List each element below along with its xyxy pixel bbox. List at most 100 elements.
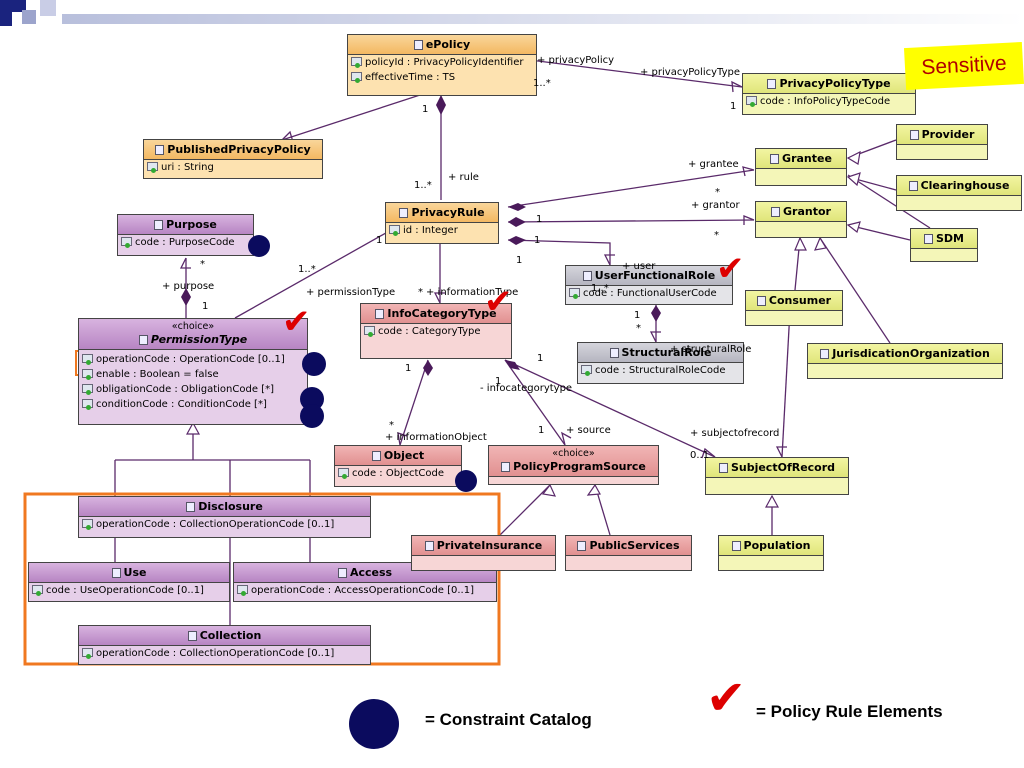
- attribute-icon: [82, 519, 93, 530]
- class-icon: [186, 502, 196, 512]
- class-purpose[interactable]: Purpose code : PurposeCode: [117, 214, 254, 256]
- class-name: StructuralRole: [621, 346, 712, 359]
- header-decoration: [0, 0, 1024, 34]
- multiplicity-label: 1: [634, 310, 641, 321]
- class-icon: [767, 79, 777, 89]
- class-publicservices[interactable]: PublicServices: [565, 535, 692, 571]
- role-label: + rule: [448, 172, 479, 183]
- legend-constraint-icon: [349, 699, 399, 749]
- class-privacyrule[interactable]: PrivacyRule id : Integer: [385, 202, 499, 244]
- sensitive-badge: Sensitive: [903, 41, 1024, 91]
- class-name: Grantee: [782, 152, 832, 165]
- multiplicity-label: 1: [537, 353, 544, 364]
- class-disclosure[interactable]: Disclosure operationCode : CollectionOpe…: [78, 496, 371, 538]
- class-attribute: code : StructuralRoleCode: [578, 363, 743, 378]
- attribute-icon: [569, 288, 580, 299]
- class-structuralrole[interactable]: StructuralRole code : StructuralRoleCode: [577, 342, 744, 384]
- class-icon: [501, 462, 511, 472]
- class-attribute: operationCode : OperationCode [0..1]: [79, 352, 307, 367]
- class-name: Use: [123, 566, 147, 579]
- class-icon: [731, 541, 741, 551]
- attribute-icon: [351, 72, 362, 83]
- class-permissiontype[interactable]: «choice»PermissionType operationCode : O…: [78, 318, 308, 425]
- class-publishedprivacypolicy[interactable]: PublishedPrivacyPolicy uri : String: [143, 139, 323, 179]
- constraint-marker: [300, 404, 324, 428]
- class-name: PolicyProgramSource: [513, 460, 646, 473]
- class-name: PermissionType: [150, 333, 248, 346]
- class-consumer[interactable]: Consumer: [745, 290, 843, 326]
- legend-policy-check-icon: ✔: [706, 670, 747, 726]
- class-attribute: code : InfoPolicyTypeCode: [743, 94, 915, 109]
- class-attribute: obligationCode : ObligationCode [*]: [79, 382, 307, 397]
- class-name: Grantor: [783, 205, 831, 218]
- attribute-icon: [82, 399, 93, 410]
- multiplicity-label: *: [715, 187, 720, 198]
- class-policyprogramsource[interactable]: «choice»PolicyProgramSource: [488, 445, 659, 485]
- class-icon: [154, 220, 164, 230]
- class-icon: [371, 451, 381, 461]
- attribute-icon: [82, 384, 93, 395]
- attribute-icon: [338, 468, 349, 479]
- multiplicity-label: 1: [730, 101, 737, 112]
- multiplicity-label: 0..1: [690, 450, 710, 461]
- class-attribute: code : PurposeCode: [118, 235, 253, 250]
- class-grantee[interactable]: Grantee: [755, 148, 847, 186]
- class-icon: [138, 335, 148, 345]
- class-clearinghouse[interactable]: Clearinghouse: [896, 175, 1022, 211]
- class-icon: [337, 568, 347, 578]
- role-label: + structuralRole: [670, 344, 752, 355]
- class-name: PublishedPrivacyPolicy: [167, 143, 311, 156]
- class-infocategorytype[interactable]: InfoCategoryType code : CategoryType: [360, 303, 512, 359]
- class-icon: [770, 154, 780, 164]
- class-name: Consumer: [768, 294, 832, 307]
- class-name: Disclosure: [198, 500, 263, 513]
- role-label: - infocategorytype: [480, 383, 573, 394]
- class-attribute: effectiveTime : TS: [348, 70, 536, 85]
- role-label: + informationObject: [385, 432, 487, 443]
- class-userfunctionalrole[interactable]: UserFunctionalRole code : FunctionalUser…: [565, 265, 733, 305]
- multiplicity-label: 1: [405, 363, 412, 374]
- policy-rule-check-icon: ✔: [484, 282, 513, 322]
- class-name: InfoCategoryType: [387, 307, 497, 320]
- class-icon: [399, 208, 409, 218]
- class-icon: [111, 568, 121, 578]
- class-icon: [820, 349, 830, 359]
- class-attribute: code : UseOperationCode [0..1]: [29, 583, 229, 598]
- role-label: + informationType: [426, 287, 519, 298]
- class-provider[interactable]: Provider: [896, 124, 988, 160]
- class-name: Object: [383, 449, 425, 462]
- class-name: Purpose: [166, 218, 217, 231]
- class-name: Provider: [921, 128, 975, 141]
- class-sdm[interactable]: SDM: [910, 228, 978, 262]
- class-subjectofrecord[interactable]: SubjectOfRecord: [705, 457, 849, 495]
- class-collection[interactable]: Collection operationCode : CollectionOpe…: [78, 625, 371, 665]
- class-name: Collection: [199, 629, 262, 642]
- class-privateinsurance[interactable]: PrivateInsurance: [411, 535, 556, 571]
- class-icon: [909, 130, 919, 140]
- class-use[interactable]: Use code : UseOperationCode [0..1]: [28, 562, 230, 602]
- class-name: SDM: [936, 232, 964, 245]
- class-object[interactable]: Object code : ObjectCode: [334, 445, 462, 487]
- class-name: PrivacyRule: [411, 206, 485, 219]
- class-epolicy[interactable]: ePolicy policyId : PrivacyPolicyIdentifi…: [347, 34, 537, 96]
- class-privacypolicytype[interactable]: PrivacyPolicyType code : InfoPolicyTypeC…: [742, 73, 916, 115]
- class-name: Population: [743, 539, 811, 552]
- attribute-icon: [351, 57, 362, 68]
- class-name: ePolicy: [425, 38, 471, 51]
- class-jurisdictionorganization[interactable]: JurisdicationOrganization: [807, 343, 1003, 379]
- class-icon: [718, 463, 728, 473]
- role-label: + subjectofrecord: [690, 428, 780, 439]
- class-population[interactable]: Population: [718, 535, 824, 571]
- class-icon: [924, 234, 933, 244]
- class-name: JurisdicationOrganization: [832, 347, 990, 360]
- role-label: + privacyPolicy: [537, 55, 615, 66]
- class-attribute: conditionCode : ConditionCode [*]: [79, 397, 307, 412]
- role-label: + source: [566, 425, 611, 436]
- multiplicity-label: 1: [536, 214, 543, 225]
- multiplicity-label: 1..*: [298, 264, 316, 275]
- class-name: Clearinghouse: [920, 179, 1010, 192]
- constraint-marker: [455, 470, 477, 492]
- class-name: SubjectOfRecord: [730, 461, 836, 474]
- class-icon: [577, 541, 587, 551]
- class-grantor[interactable]: Grantor: [755, 201, 847, 238]
